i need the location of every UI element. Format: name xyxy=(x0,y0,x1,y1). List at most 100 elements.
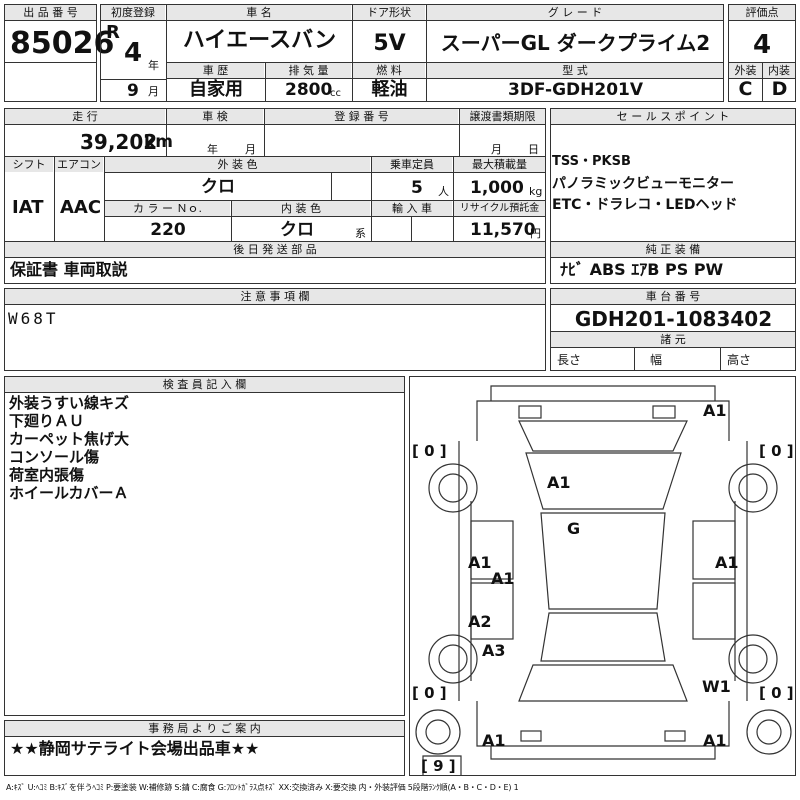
header-grid xyxy=(100,4,724,102)
capacity-value: 5 xyxy=(411,178,423,198)
later-parts-label: 後 日 発 送 部 品 xyxy=(5,242,545,257)
office-value: ★★静岡サテライト会場出品車★★ xyxy=(10,739,260,758)
doors-label: ドア形状 xyxy=(353,5,425,20)
damage-diagram: A1 A1 G A1 A1 A1 A2 A3 W1 A1 A1 [ 0 ] [ … xyxy=(409,376,796,776)
vehicle-outline-svg: A1 A1 G A1 A1 A1 A2 A3 W1 A1 A1 [ 0 ] [ … xyxy=(412,385,794,775)
legend: A:ｷｽﾞ U:ﾍｺﾐ B:ｷｽﾞを伴うﾍｺﾐ P:要塗装 W:補修跡 S:錆 … xyxy=(6,783,519,792)
max-load-label: 最大積載量 xyxy=(454,157,545,172)
inspection-year-unit: 年 xyxy=(207,143,218,156)
mark-roof: A1 xyxy=(547,473,571,492)
first-reg-label: 初度登録 xyxy=(101,5,165,20)
dims-label: 諸 元 xyxy=(551,332,795,347)
history-label: 車 歴 xyxy=(167,63,264,78)
shift-label: シフト xyxy=(5,157,53,172)
mark-left-rear: A3 xyxy=(482,641,506,660)
int-color-unit: 系 xyxy=(355,227,366,240)
length-label: 長さ xyxy=(557,353,582,367)
inspector-label: 検 査 員 記 入 欄 xyxy=(5,377,404,392)
equipment-value: ﾅﾋﾞ ABS ｴｱB PS PW xyxy=(560,260,724,279)
later-parts-value: 保証書 車両取説 xyxy=(10,260,128,279)
inspection-label: 車 検 xyxy=(167,109,263,124)
spare-tire-count: [ 9 ] xyxy=(421,757,456,775)
notes-box xyxy=(4,288,546,371)
fuel-label: 燃 料 xyxy=(353,63,425,78)
inspector-line: カーペット焦げ大 xyxy=(9,430,130,448)
sales-point-line: TSS・PKSB xyxy=(552,154,631,169)
capacity-unit: 人 xyxy=(438,185,449,198)
displacement-unit: cc xyxy=(330,88,341,99)
recycle-unit: 円 xyxy=(530,227,541,240)
reg-no-label: 登 録 番 号 xyxy=(265,109,458,124)
notes-label: 注 意 事 項 欄 xyxy=(5,289,545,304)
displacement-value: 2800 xyxy=(285,80,333,100)
mark-front-right: A1 xyxy=(703,401,727,420)
inspector-line: ホイールカバーＡ xyxy=(9,484,129,502)
office-label: 事 務 局 よ り ご 案 内 xyxy=(5,721,404,736)
inspector-line: 外装うすい線キズ xyxy=(9,394,130,412)
tire-count-left-front: [ 0 ] xyxy=(412,442,447,460)
tire-count-right-rear: [ 0 ] xyxy=(759,684,794,702)
recycle-label: リサイクル預託金 xyxy=(454,201,545,216)
first-reg-year: 4 xyxy=(124,38,143,68)
lot-number: 85026 xyxy=(10,26,115,61)
model-code-label: 型 式 xyxy=(427,63,723,78)
sales-box xyxy=(550,108,796,284)
interior-label: 内装 xyxy=(763,63,795,78)
transfer-month: 月 xyxy=(491,143,502,156)
chassis-number: GDH201-1083402 xyxy=(574,307,773,331)
car-name-label: 車 名 xyxy=(167,5,351,20)
grade-label: グ レ ー ド xyxy=(427,5,723,20)
score-label: 評価点 xyxy=(729,5,795,20)
tire-count-left-rear: [ 0 ] xyxy=(412,684,447,702)
chassis-label: 車 台 番 号 xyxy=(551,289,795,304)
max-load-value: 1,000 xyxy=(470,178,524,198)
displacement-label: 排 気 量 xyxy=(266,63,351,78)
inspector-line: 下廻りＡＵ xyxy=(9,412,85,430)
ac-value: AAC xyxy=(60,197,102,218)
exterior-label: 外装 xyxy=(729,63,762,78)
score-value: 4 xyxy=(752,30,772,60)
mark-right-door: A1 xyxy=(715,553,739,572)
notes-value: W68T xyxy=(8,309,59,328)
inspector-line: コンソール傷 xyxy=(9,448,100,466)
transfer-label: 譲渡書類期限 xyxy=(460,109,545,124)
equipment-label: 純 正 装 備 xyxy=(551,242,795,257)
month-unit: 月 xyxy=(148,85,159,98)
import-label: 輸 入 車 xyxy=(372,201,452,216)
specs-grid xyxy=(4,108,546,284)
height-label: 高さ xyxy=(727,353,752,367)
car-name: ハイエースバン xyxy=(182,28,337,53)
doors-value: 5V xyxy=(373,31,406,56)
mark-left-center: A1 xyxy=(491,569,515,588)
year-unit: 年 xyxy=(148,59,159,72)
ext-color-value: クロ xyxy=(201,177,235,197)
max-load-unit: kg xyxy=(529,185,543,198)
sales-point-line: ETC・ドラレコ・LEDヘッド xyxy=(552,197,738,213)
mark-left-front-door: A1 xyxy=(468,553,492,572)
capacity-label: 乗車定員 xyxy=(372,157,452,172)
ext-color-label: 外 装 色 xyxy=(105,157,370,172)
int-color-value: クロ xyxy=(280,220,314,240)
lot-box xyxy=(4,4,97,102)
sales-point-line: パノラミックビューモニター xyxy=(552,176,734,192)
int-color-label: 内 装 色 xyxy=(232,201,370,216)
inspector-line: 荷室内張傷 xyxy=(9,466,85,484)
chassis-box xyxy=(550,288,796,371)
mark-right-rear: W1 xyxy=(702,677,731,696)
recycle-value: 11,570 xyxy=(470,220,536,240)
history-value: 自家用 xyxy=(189,79,243,100)
interior-grade: D xyxy=(771,78,788,100)
shift-value: IAT xyxy=(12,197,44,218)
mark-rear-right: A1 xyxy=(703,731,727,750)
mark-glass: G xyxy=(567,519,580,538)
grade-value: スーパーGL ダークプライム2 xyxy=(440,31,711,55)
inspection-month-unit: 月 xyxy=(245,143,256,156)
color-no-label: カ ラ ー Ｎｏ. xyxy=(105,201,230,216)
color-no-value: 220 xyxy=(150,220,186,240)
model-code-value: 3DF-GDH201V xyxy=(507,80,644,100)
mark-left-rear-door: A2 xyxy=(468,612,492,631)
mileage-value: 39,202 xyxy=(80,130,158,154)
first-reg-month: 9 xyxy=(127,81,139,101)
sales-points-label: セ ー ル ス ポ イ ン ト xyxy=(551,109,795,124)
transfer-day: 日 xyxy=(528,143,539,156)
